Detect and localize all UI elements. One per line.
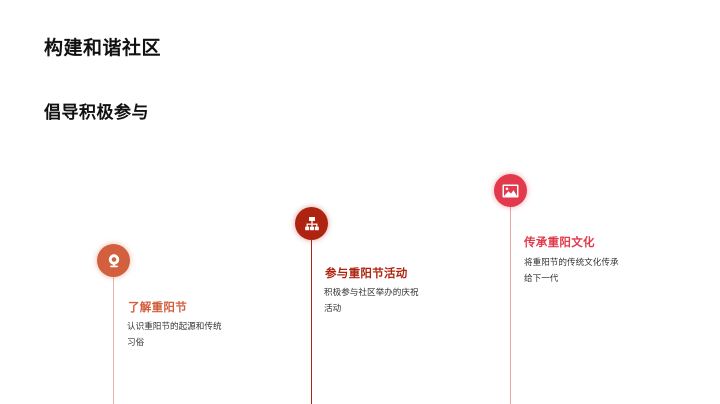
timeline-heading-2: 参与重阳节活动 [325,266,408,280]
timeline-marker-3 [494,174,527,207]
section-subtitle: 倡导积极参与 [44,103,149,123]
timeline-item-3: 传承重阳文化 将重阳节的传统文化传承给下一代 [494,174,634,404]
timeline-description-3: 将重阳节的传统文化传承给下一代 [524,258,619,284]
timeline-marker-2 [295,207,328,240]
sitemap-icon [304,216,319,230]
timeline-description-1: 认识重阳节的起源和传统习俗 [127,322,222,348]
timeline-line-3 [510,206,512,404]
timeline-heading-3: 传承重阳文化 [524,235,595,249]
webcam-icon [108,253,119,267]
image-icon [502,184,519,197]
timeline-description-2: 积极参与社区举办的庆祝活动 [324,288,419,314]
timeline-item-1: 了解重阳节 认识重阳节的起源和传统习俗 [97,244,237,404]
page-title: 构建和谐社区 [44,37,162,59]
timeline-line-2 [311,239,313,404]
timeline-line-1 [113,276,115,404]
timeline-heading-1: 了解重阳节 [128,300,187,314]
timeline-marker-1 [97,244,130,277]
timeline-item-2: 参与重阳节活动 积极参与社区举办的庆祝活动 [295,207,435,404]
